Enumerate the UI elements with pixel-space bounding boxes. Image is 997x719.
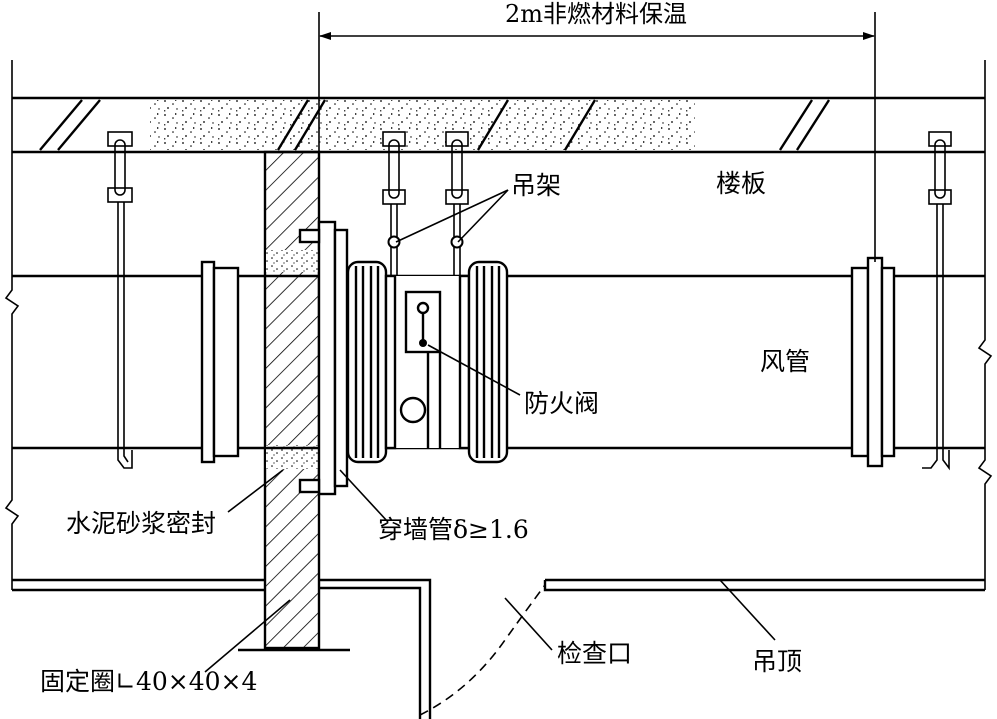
insulation-dimension (318, 12, 876, 262)
label-fire-damper: 防火阀 (524, 389, 599, 418)
label-mortar-seal: 水泥砂浆密封 (66, 509, 216, 538)
label-wall-sleeve: 穿墙管δ≥1.6 (378, 515, 529, 544)
label-hanger: 吊架 (511, 171, 561, 200)
fire-damper (346, 260, 509, 464)
label-ceiling: 吊顶 (752, 647, 802, 676)
duct-flange-right (850, 256, 896, 468)
label-duct: 风管 (760, 347, 810, 376)
leader-lines (204, 189, 776, 673)
label-access-port: 检查口 (557, 639, 632, 668)
hanger-rod-right (922, 131, 952, 471)
duct-flange-left (200, 260, 240, 464)
access-door-swing (419, 584, 546, 716)
label-floor-slab: 楼板 (716, 169, 766, 198)
hanger-rod-middle-2 (445, 131, 469, 276)
label-insulation: 2m非燃材料保温 (505, 0, 687, 28)
break-lines (4, 60, 993, 590)
hanger-rod-left (107, 131, 133, 469)
floor-slab (12, 96, 985, 154)
wall-sleeve (298, 220, 349, 496)
ceiling (12, 578, 985, 719)
hanger-rod-middle-1 (382, 131, 406, 276)
label-fixing-ring: 固定圈∟40×40×4 (40, 667, 257, 696)
